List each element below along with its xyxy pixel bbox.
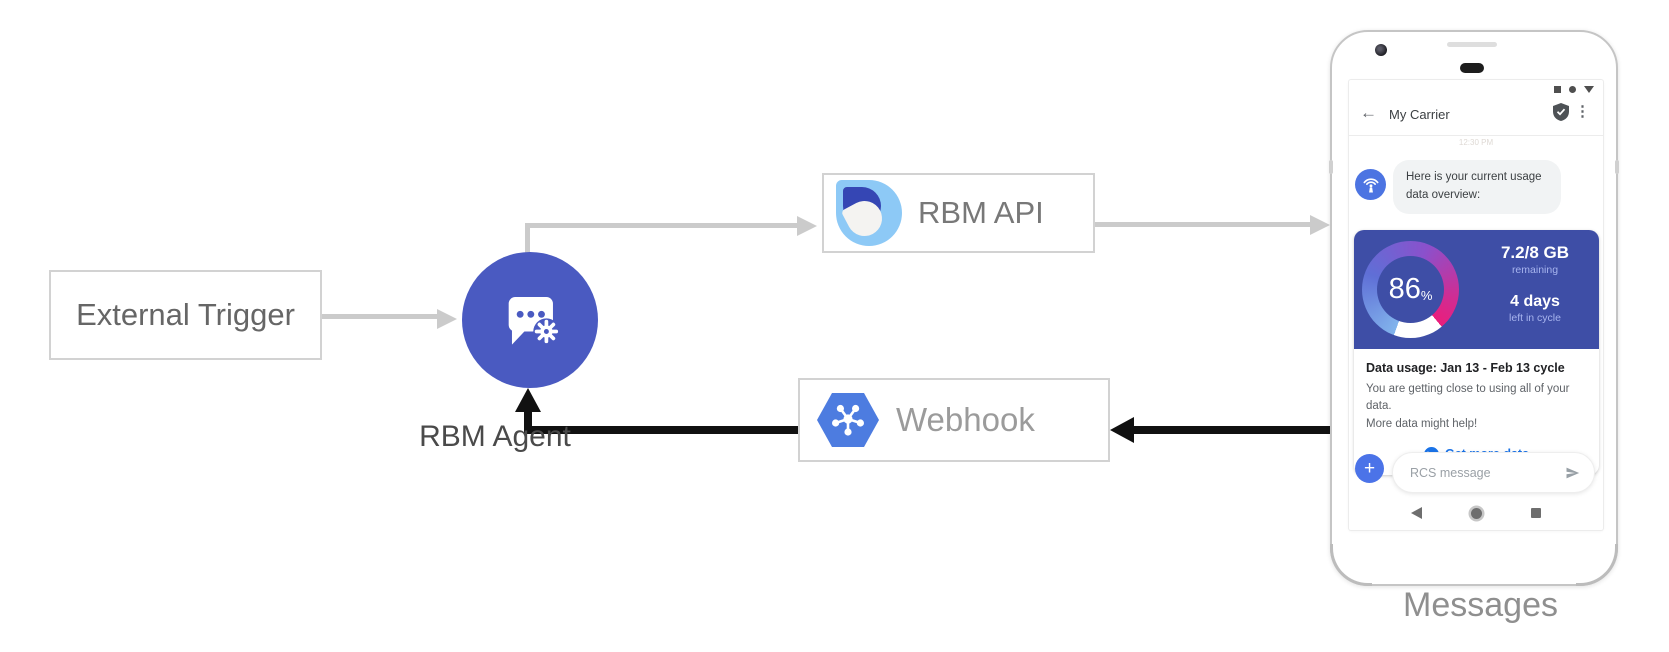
verified-shield-icon [1553,103,1569,126]
status-circle-icon [1569,85,1576,93]
antenna-band-left [1329,160,1333,174]
antenna-icon [1363,177,1378,192]
nav-back-icon[interactable] [1411,507,1422,519]
usage-rich-card: 86 % 7.2/8 GB remaining 4 days left in c… [1354,230,1599,475]
phone-screen: ← My Carrier ⋮ 12:30 PM [1349,80,1603,530]
conversation-title: My Carrier [1389,107,1450,122]
android-nav-bar [1349,504,1603,522]
arrow-api-to-phone [1095,222,1311,227]
usage-card-body: Data usage: Jan 13 - Feb 13 cycle You ar… [1354,349,1599,437]
usage-card-title: Data usage: Jan 13 - Feb 13 cycle [1366,361,1565,375]
front-camera [1375,44,1387,56]
carrier-avatar [1355,169,1386,200]
conversation-header: ← My Carrier ⋮ [1349,96,1603,134]
arrow-webhook-to-agent-horizontal [524,426,798,434]
data-remaining-label: remaining [1511,264,1559,276]
days-left-label: left in cycle [1509,312,1561,324]
arrow-webhook-to-agent-vertical [524,406,532,434]
arrow-trigger-to-agent [322,314,438,319]
usage-donut-gauge: 86 % [1362,241,1459,338]
webhook-label: Webhook [896,401,1035,438]
arrowhead-trigger-to-agent [437,309,457,329]
usage-card-text-line1: You are getting close to using all of yo… [1366,383,1570,413]
phone-mockup: ← My Carrier ⋮ 12:30 PM [1329,30,1619,586]
signal-square-icon [1554,85,1561,93]
header-divider [1349,135,1603,136]
send-icon[interactable] [1563,465,1582,481]
cloud-hexagon-icon [817,393,879,447]
back-arrow-icon[interactable]: ← [1360,103,1377,122]
antenna-band-right [1615,160,1619,174]
chat-bubble-gear-icon [508,297,560,345]
webhook-node: Webhook [798,378,1110,462]
attach-plus-button[interactable]: + [1355,454,1384,483]
usage-card-text-line2: More data might help! [1366,417,1478,430]
arrowhead-webhook-to-agent [515,388,541,412]
usage-percent: 86 [1388,273,1421,305]
status-triangle-icon [1584,85,1594,93]
usage-card-media: 86 % 7.2/8 GB remaining 4 days left in c… [1354,230,1599,349]
rbm-agent-label: RBM Agent [419,420,571,453]
nav-recents-icon[interactable] [1531,508,1541,518]
data-remaining-value: 7.2/8 GB [1500,243,1570,262]
arrowhead-api-to-phone [1310,214,1330,235]
arrow-phone-to-webhook [1130,426,1330,434]
arrow-agent-to-api-horizontal [525,223,799,228]
rbm-api-logo-icon [836,180,902,246]
bezel-corner-right [1576,544,1618,586]
messages-caption: Messages [1403,586,1558,624]
nav-home-icon[interactable] [1471,507,1482,519]
speaker-slot [1447,42,1497,47]
earpiece [1460,63,1484,73]
rcs-message-input[interactable] [1410,465,1563,480]
message-input-pill [1392,452,1595,493]
more-options-icon[interactable]: ⋮ [1575,103,1590,120]
status-bar [1554,84,1594,94]
agent-message-bubble: Here is your current usage data overview… [1393,160,1561,214]
bezel-corner-left [1330,544,1372,586]
arrowhead-phone-to-webhook [1110,417,1134,443]
usage-stats: 7.2/8 GB remaining 4 days left in cycle [1479,243,1591,324]
rbm-api-label: RBM API [918,195,1044,230]
usage-percent-unit: % [1420,288,1433,303]
rbm-agent-node [462,252,598,388]
arrow-agent-to-api-vertical [525,225,530,254]
external-trigger-node: External Trigger [49,270,322,360]
days-left-value: 4 days [1510,293,1560,310]
rbm-api-node: RBM API [822,173,1095,253]
external-trigger-label: External Trigger [76,297,295,332]
message-timestamp: 12:30 PM [1458,138,1494,147]
arrowhead-agent-to-api [797,215,817,236]
